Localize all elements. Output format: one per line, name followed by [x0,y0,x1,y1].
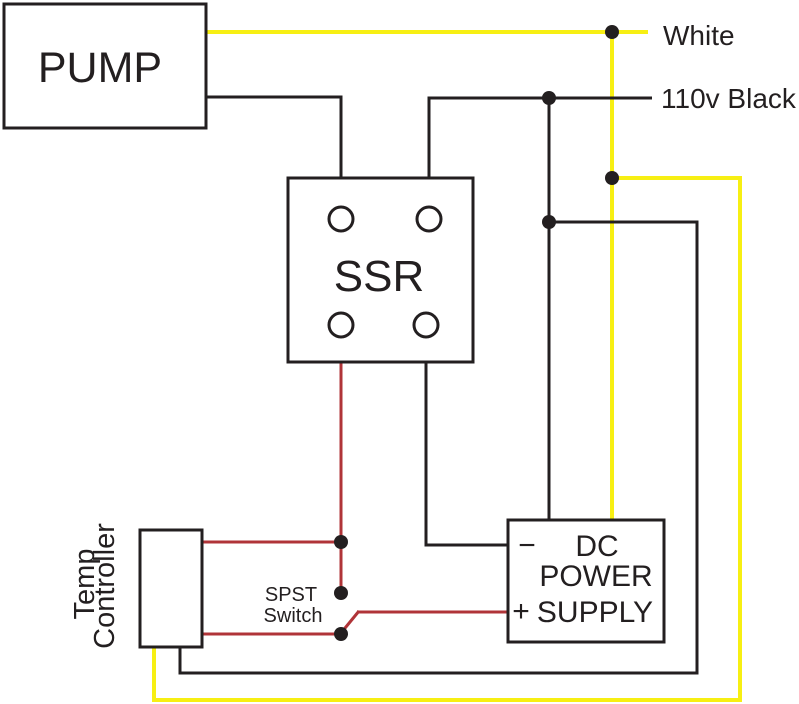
junction-dot-white-wire [605,25,619,39]
junction-dot-red-upper [334,535,348,549]
ssr-label: SSR [334,252,424,301]
dc-power-supply-label-line1: DC [575,530,618,563]
pump-box [2,2,208,130]
switch-terminal-bottom-dot [334,627,348,641]
ssr-box [286,176,475,364]
junction-dot-yellow-branch [605,171,619,185]
ssr-terminal-top-left [327,205,355,233]
dc-power-supply-label-line2: POWER [539,560,652,593]
wire-black-loop-to-temp-controller [178,220,699,675]
junction-dot-110v-wire [542,91,556,105]
110v-black-wire-label: 110v Black [661,83,797,114]
pump-label: PUMP [38,44,162,92]
ssr-terminal-bottom-left [327,311,355,339]
dc-plus-terminal-label: + [512,595,530,628]
dc-minus-terminal-label: − [518,529,536,562]
wire-yellow-return-loop-to-temp-controller [152,176,742,702]
ssr-terminal-top-right [415,205,443,233]
switch-terminal-top-dot [334,586,348,600]
white-wire-label: White [663,20,735,51]
junction-dot-black-branch [542,215,556,229]
spst-switch-label-line1: SPST [265,584,317,606]
temp-controller-box [138,528,204,649]
wire-black-ssr-bottom-right-to-dc-minus [424,325,507,547]
spst-switch-label-line2: Switch [264,605,323,627]
ssr-terminal-bottom-right [412,311,440,339]
dc-power-supply-box [506,518,666,644]
temp-controller-label-line1: Temp [69,549,101,620]
temp-controller-label-line2: Controller [89,523,121,649]
dc-power-supply-label-line3: SUPPLY [537,596,653,629]
